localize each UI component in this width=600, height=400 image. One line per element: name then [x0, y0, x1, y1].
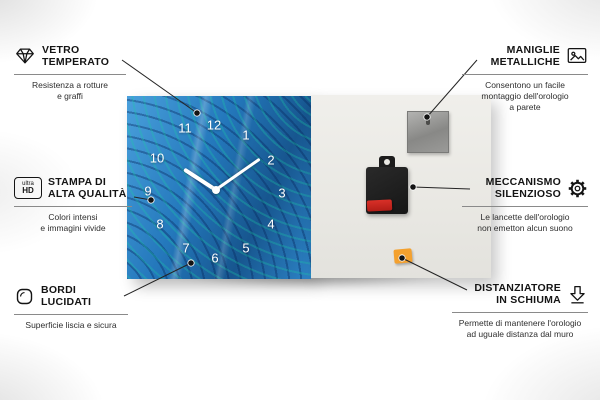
diamond-icon: [14, 45, 36, 67]
ultra-hd-icon-text: HD: [22, 186, 34, 196]
clock-center-cap: [212, 186, 220, 194]
divider: [14, 73, 126, 75]
callout-description: Le lancette dell'orologio non emetton al…: [477, 211, 573, 233]
divider: [14, 313, 128, 315]
ultra-hd-icon-text: ultra: [22, 181, 34, 188]
rounded-edge-icon: [14, 286, 35, 307]
clock-number: 2: [267, 152, 275, 168]
clock-number: 12: [206, 117, 222, 133]
battery: [366, 199, 393, 212]
clock-number: 4: [267, 216, 275, 232]
clock-front-panel: 12 1 2 3 4 5 6 7 8 9 10 11: [127, 96, 311, 279]
callout-distanziatore-schiuma: DISTANZIATORE IN SCHIUMA Permette di man…: [452, 282, 588, 340]
foam-spacer: [393, 248, 413, 264]
clock-mechanism: [366, 156, 408, 214]
metal-hanger-plate: [407, 111, 449, 153]
divider: [452, 311, 588, 313]
picture-frame-icon: [566, 45, 588, 67]
callout-title: STAMPA DI ALTA QUALITÀ: [48, 176, 127, 201]
callout-description: Superficie liscia e sicura: [25, 319, 117, 330]
callout-meccanismo-silenzioso: MECCANISMO SILENZIOSO: [462, 176, 588, 234]
clock-number: 3: [278, 185, 286, 201]
minute-hand: [214, 157, 261, 192]
ultra-hd-icon: ultra HD: [14, 177, 42, 200]
down-arrow-icon: [567, 284, 588, 305]
callout-title: MANIGLIE METALLICHE: [490, 44, 560, 69]
clock-number: 10: [149, 150, 165, 166]
divider: [14, 205, 132, 207]
clock-number: 1: [242, 127, 250, 143]
callout-stampa-alta-qualita: ultra HD STAMPA DI ALTA QUALITÀ Colori i…: [14, 176, 132, 234]
callout-vetro-temperato: VETRO TEMPERATO Resistenza a rotture e g…: [14, 44, 126, 102]
clock-back-panel: [311, 95, 491, 278]
callout-title: BORDI LUCIDATI: [41, 284, 92, 309]
clock-number: 7: [182, 240, 190, 256]
callout-description: Colori intensi e immagini vivide: [40, 211, 106, 233]
callout-description: Resistenza a rotture e graffi: [31, 79, 109, 101]
clock-number: 6: [211, 250, 219, 266]
hanger-hook: [379, 156, 395, 167]
clock-number: 8: [156, 216, 164, 232]
callout-title: DISTANZIATORE IN SCHIUMA: [474, 282, 561, 307]
divider: [462, 73, 588, 75]
callout-title: VETRO TEMPERATO: [42, 44, 110, 69]
callout-title: MECCANISMO SILENZIOSO: [485, 176, 561, 201]
divider: [462, 205, 588, 207]
gear-icon: [567, 178, 588, 199]
callout-bordi-lucidati: BORDI LUCIDATI Superficie liscia e sicur…: [14, 284, 128, 331]
callout-description: Permette di mantenere l'orologio ad ugua…: [458, 317, 582, 339]
callout-maniglie-metalliche: MANIGLIE METALLICHE Consentono un facile…: [462, 44, 588, 113]
clock-number: 11: [178, 120, 192, 136]
clock-number: 5: [242, 240, 250, 256]
callout-description: Consentono un facile montaggio dell'orol…: [481, 79, 569, 112]
clock-number: 9: [144, 183, 152, 199]
